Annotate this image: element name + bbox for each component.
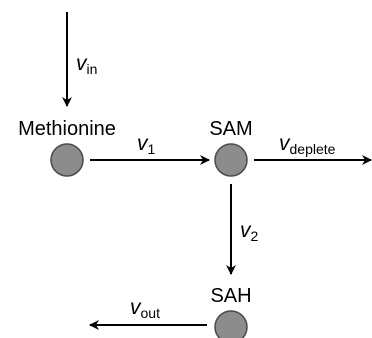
node-methionine-label: Methionine [18, 118, 116, 140]
node-methionine [50, 143, 84, 177]
flux-v-1-label: v1 [137, 132, 156, 157]
node-sah [214, 310, 248, 338]
flux-v-deplete-label: vdeplete [279, 132, 336, 157]
node-sam-label: SAM [209, 118, 252, 140]
flux-v-2-label: v2 [240, 219, 259, 244]
node-sam [214, 143, 248, 177]
flux-v-out-label: vout [130, 296, 160, 321]
flux-v-in-label: vin [76, 52, 97, 77]
node-sah-label: SAH [210, 285, 251, 307]
